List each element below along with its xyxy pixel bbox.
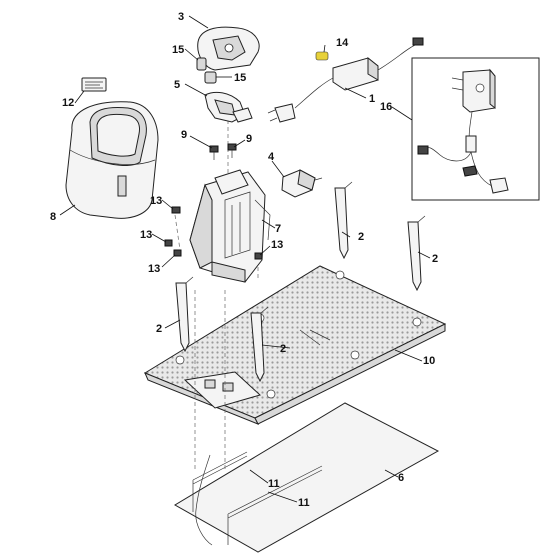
boundary-wire-sheet	[174, 402, 440, 553]
callout-6: 6	[398, 472, 404, 484]
insert-part-15a	[196, 57, 207, 71]
callout-2-center: 2	[280, 343, 286, 355]
docking-cover-hood	[65, 101, 159, 219]
callout-labels: 3 14 15 15 5 1 16 12 9 9 4 13 8 7 13 2 1…	[50, 11, 438, 509]
callout-14: 14	[336, 37, 349, 49]
callout-2-right-front: 2	[432, 253, 438, 265]
callout-13-lower: 13	[148, 263, 160, 275]
label-sticker	[81, 77, 107, 92]
alignment-lines	[174, 120, 259, 470]
callout-15-lower: 15	[234, 72, 246, 84]
docking-station-base	[189, 169, 271, 283]
callout-13-middle: 13	[140, 229, 152, 241]
callout-16: 16	[380, 101, 392, 113]
callout-9-right: 9	[246, 133, 252, 145]
insert-part-15b	[204, 71, 217, 84]
ground-peg-left	[175, 276, 194, 353]
callout-11-lower: 11	[298, 497, 310, 509]
callout-11-upper: 11	[268, 478, 280, 490]
screw-13c	[173, 249, 182, 257]
callout-2-right-back: 2	[358, 231, 364, 243]
callout-10: 10	[423, 355, 435, 367]
callout-9-left: 9	[181, 129, 187, 141]
contact-screw-right	[227, 143, 237, 158]
callout-7: 7	[275, 223, 281, 235]
top-frame	[197, 26, 260, 71]
callout-1: 1	[369, 93, 375, 105]
power-supply	[267, 37, 424, 123]
callout-13-right: 13	[271, 239, 283, 251]
contact-screw-left	[209, 145, 219, 160]
ground-peg-center	[250, 306, 269, 383]
screw-13a	[171, 206, 181, 214]
alt-power-supply-inset	[411, 57, 540, 201]
screw-13b	[164, 239, 173, 247]
callout-5: 5	[174, 79, 180, 91]
ground-peg-right-front	[407, 215, 426, 292]
callout-12: 12	[62, 97, 74, 109]
callout-15-upper: 15	[172, 44, 184, 56]
callout-3: 3	[178, 11, 184, 23]
cable-clip	[315, 51, 329, 61]
docking-plate	[143, 265, 447, 425]
callout-4: 4	[268, 151, 275, 163]
callout-2-left: 2	[156, 323, 162, 335]
contact-holder	[204, 91, 253, 123]
leader-lines	[59, 15, 431, 503]
callout-13-upper: 13	[150, 195, 162, 207]
cable-connector	[281, 169, 323, 198]
callout-8: 8	[50, 211, 56, 223]
ground-peg-right-back	[334, 181, 353, 260]
